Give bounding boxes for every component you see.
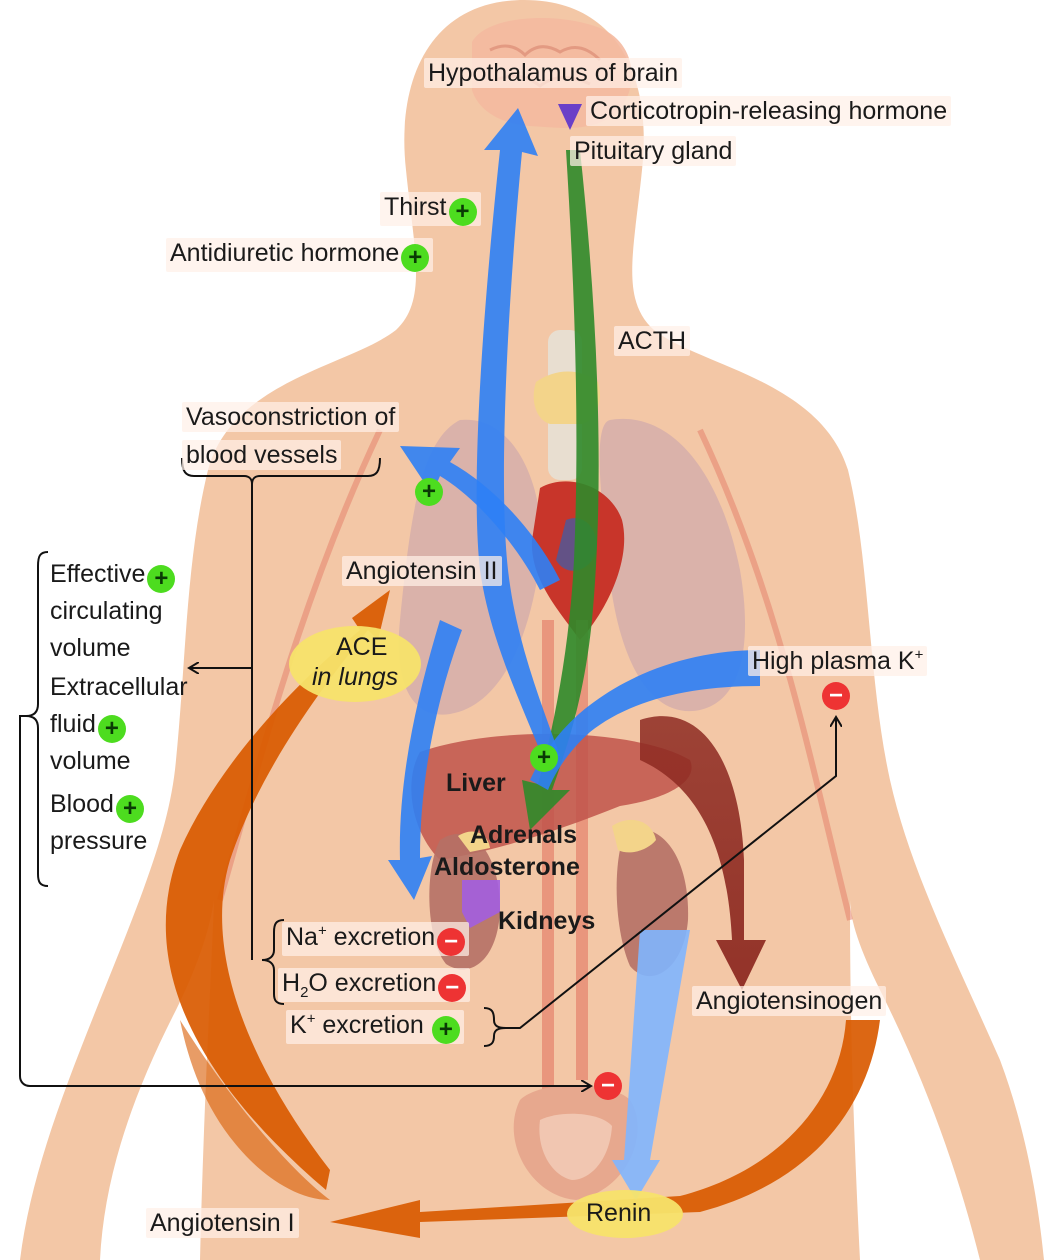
vasoconstriction-line1: Vasoconstriction of [182, 402, 400, 432]
k-excretion-label: K+ excretion+ [286, 1010, 464, 1044]
k-plus-icon: + [431, 1016, 460, 1044]
bladder-minus-icon: − [594, 1072, 622, 1100]
renin-label: Renin [586, 1199, 652, 1227]
na-minus-icon: − [437, 928, 466, 956]
bp-plus-icon: + [115, 795, 144, 823]
na-text: Na [286, 923, 318, 951]
thirst-text: Thirst [384, 193, 447, 221]
human-body-silhouette [20, 0, 1044, 1260]
effective-text: Effective [50, 560, 146, 588]
adrenal-plus-icon: + [530, 744, 558, 772]
vasoconstriction-plus-icon: + [415, 478, 443, 506]
renin-ellipse [567, 1190, 683, 1238]
acth-label: ACTH [614, 326, 691, 356]
renin-to-angiotensin1-arrow [330, 1020, 880, 1238]
liver-label: Liver [446, 769, 506, 797]
effects-group: Effective+ circulating volume Extracellu… [50, 556, 188, 860]
ace-line2: in lungs [312, 663, 399, 691]
angiotensin1-label: Angiotensin I [146, 1208, 299, 1238]
bp-text: Blood [50, 790, 114, 818]
pituitary-label: Pituitary gland [570, 136, 737, 166]
adh-text: Antidiuretic hormone [170, 239, 400, 267]
high-k-label: High plasma K+ [748, 646, 928, 676]
adrenals-label: Adrenals [470, 821, 577, 849]
aldosterone-arrow [462, 880, 500, 928]
ecf-line3: volume [50, 747, 131, 775]
high-k-text: High plasma K [752, 647, 915, 675]
high-k-sup: + [914, 646, 924, 664]
ace-ellipse [289, 626, 421, 702]
kidney-to-renin-arrow [612, 930, 690, 1200]
angiotensinogen-arrow [640, 716, 766, 990]
k-sup: + [306, 1010, 316, 1028]
crh-arrow [558, 104, 582, 130]
angiotensin1-lower-arrow [180, 1020, 330, 1200]
h2o-sub: 2 [300, 984, 309, 1001]
ecf-plus-icon: + [97, 715, 126, 743]
acth-arrow [522, 150, 599, 830]
adh-plus-icon: + [401, 244, 430, 272]
effective-volume-line1: Effective+ [50, 556, 188, 593]
effective-volume-line2: circulating [50, 597, 163, 625]
k-tail: excretion [315, 1011, 424, 1039]
bracket-lines [19, 457, 836, 1086]
h2o-excretion-label: H2O excretion− [278, 968, 471, 1002]
adh-label: Antidiuretic hormone+ [166, 238, 434, 272]
h2o-h: H [282, 969, 301, 997]
crh-label: Corticotropin-releasing hormone [586, 96, 952, 126]
effective-plus-icon: + [147, 565, 176, 593]
na-tail: excretion [326, 923, 436, 951]
high-k-to-adrenal-arrow [530, 650, 760, 790]
vasoconstriction-line2: blood vessels [182, 440, 342, 470]
ecf-line2: fluid+ [50, 706, 188, 743]
na-sup: + [317, 922, 327, 940]
high-k-minus-icon: − [822, 682, 850, 710]
angiotensin2-to-brain-arrow [476, 108, 560, 756]
ace-line1: ACE [336, 633, 388, 661]
kidneys-label: Kidneys [498, 907, 596, 935]
aldosterone-label: Aldosterone [434, 853, 580, 881]
hypothalamus-label: Hypothalamus of brain [424, 58, 683, 88]
angiotensin2-label: Angiotensin II [342, 556, 502, 586]
ecf-line1: Extracellular [50, 673, 188, 701]
effective-volume-line3: volume [50, 634, 131, 662]
angiotensin1-to-ace-arrow [165, 590, 390, 1190]
h2o-tail: O excretion [308, 969, 437, 997]
angiotensinogen-label: Angiotensinogen [692, 986, 887, 1016]
bp-line1: Blood+ [50, 786, 188, 823]
bp-line2: pressure [50, 827, 148, 855]
angiotensin2-to-kidney-arrow [388, 620, 462, 900]
k-text: K [290, 1011, 307, 1039]
h2o-minus-icon: − [438, 974, 467, 1002]
thirst-plus-icon: + [448, 198, 477, 226]
thirst-label: Thirst+ [380, 192, 481, 226]
angiotensin2-to-vasoconstriction-arrow [400, 446, 560, 590]
ecf-text: fluid [50, 710, 96, 738]
na-excretion-label: Na+ excretion− [282, 922, 470, 956]
